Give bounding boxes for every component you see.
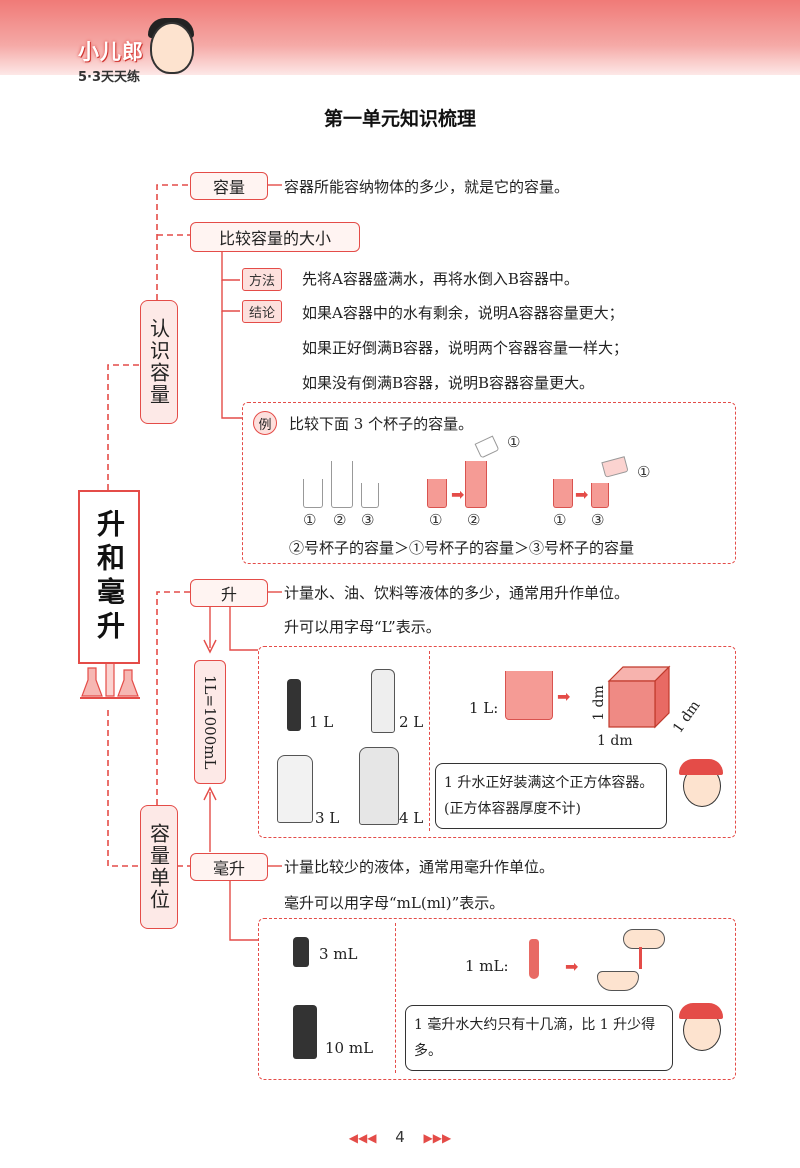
cap-icon <box>679 759 723 775</box>
drop-label: 1 mL: <box>465 957 509 975</box>
drop-stream-icon <box>639 947 642 969</box>
bottle-label: 3 mL <box>319 945 358 963</box>
example-tag: 例 <box>253 411 277 435</box>
palm-icon <box>597 971 639 991</box>
dimension-label: 1 dm <box>670 697 704 737</box>
section-recognize-capacity: 认识容量 <box>140 300 178 424</box>
main-topic: 升和毫升 <box>78 490 140 664</box>
bottle-label: 4 L <box>399 809 424 827</box>
arrow-icon: ➡ <box>565 957 579 976</box>
cup-icon <box>465 461 487 508</box>
header-band <box>0 0 800 75</box>
method-text: 先将A容器盛满水，再将水倒入B容器中。 <box>302 270 579 288</box>
mascot-icon <box>150 22 194 74</box>
liter-symbol-text: 升可以用字母“L”表示。 <box>284 618 441 636</box>
cup-icon <box>591 483 609 508</box>
milliliter-text: 计量比较少的液体，通常用毫升作单位。 <box>284 858 555 876</box>
cup-number: ② <box>467 511 481 529</box>
milliliter-label: 毫升 <box>190 853 268 881</box>
pouring-cup-icon <box>601 456 629 478</box>
bottle-label: 10 mL <box>325 1039 374 1057</box>
page-number: 4 <box>395 1128 405 1146</box>
conclusion-tag: 结论 <box>242 300 283 323</box>
example-answer: ②号杯子的容量＞①号杯子的容量＞③号杯子的容量 <box>289 539 635 557</box>
divider <box>429 651 430 831</box>
section-capacity-units: 容量单位 <box>140 805 178 929</box>
conclusion-line: 如果没有倒满B容器，说明B容器容量更大。 <box>302 374 595 392</box>
flask-icon <box>80 664 140 699</box>
liter-speech-bubble: 1 升水正好装满这个正方体容器。(正方体容器厚度不计) <box>435 763 667 829</box>
arrow-icon: ➡ <box>451 485 465 504</box>
divider <box>395 923 396 1073</box>
cup-number: ③ <box>591 511 605 529</box>
cube-label: 1 L: <box>469 699 499 717</box>
cup-number: ① <box>553 511 567 529</box>
example-question: 比较下面 3 个杯子的容量。 <box>289 415 474 433</box>
compare-capacity-label: 比较容量的大小 <box>190 222 360 252</box>
cup-icon <box>303 479 323 508</box>
bottle-icon <box>293 937 309 967</box>
cup-icon <box>553 479 573 508</box>
logo: 小儿郎 <box>78 40 144 64</box>
pouring-cup-icon <box>474 435 500 459</box>
capacity-definition: 容器所能容纳物体的多少，就是它的容量。 <box>284 178 570 196</box>
bottle-icon <box>277 755 313 823</box>
conclusion-line: 如果A容器中的水有剩余，说明A容器容量更大； <box>302 304 624 322</box>
page-footer: ◀◀◀ 4 ▶▶▶ <box>0 1128 800 1146</box>
liter-text: 计量水、油、饮料等液体的多少，通常用升作单位。 <box>284 584 630 602</box>
series-name: 5·3天天练 <box>78 70 141 85</box>
cap-icon <box>679 1003 723 1019</box>
bottle-icon <box>371 669 395 733</box>
right-arrows-icon: ▶▶▶ <box>423 1131 452 1145</box>
cup-number: ② <box>333 511 347 529</box>
example-box: 例 比较下面 3 个杯子的容量。 ① ② ③ ➡ ① ② ① ➡ ① ③ ① ②… <box>242 402 736 564</box>
bottle-icon <box>287 679 301 731</box>
cup-number: ① <box>507 433 521 451</box>
bottle-label: 3 L <box>315 809 340 827</box>
dimension-label: 1 dm <box>590 685 607 721</box>
conclusion-line: 如果正好倒满B容器，说明两个容器容量一样大； <box>302 339 629 357</box>
conversion-box: 1L=1000mL <box>194 660 226 784</box>
main-topic-frame: 升和毫升 <box>78 490 140 710</box>
bottle-icon <box>359 747 399 825</box>
bottle-label: 1 L <box>309 713 334 731</box>
arrow-icon: ➡ <box>557 687 571 706</box>
milliliter-symbol-text: 毫升可以用字母“mL(ml)”表示。 <box>284 894 505 912</box>
bottle-label: 2 L <box>399 713 424 731</box>
dimension-label: 1 dm <box>597 733 633 749</box>
cup-number: ① <box>429 511 443 529</box>
cup-number: ③ <box>361 511 375 529</box>
liter-example-box: 1 L 2 L 3 L 4 L 1 L: ➡ 1 dm 1 dm 1 dm 1 … <box>258 646 736 838</box>
liter-label: 升 <box>190 579 268 607</box>
cup-number: ① <box>303 511 317 529</box>
milliliter-example-box: 3 mL 10 mL 1 mL: ➡ 1 毫升水大约只有十几滴，比 1 升少得多… <box>258 918 736 1080</box>
capacity-label: 容量 <box>190 172 268 200</box>
arrow-icon: ➡ <box>575 485 589 504</box>
method-tag: 方法 <box>242 268 283 291</box>
cup-icon <box>331 461 353 508</box>
hand-icon <box>623 929 665 949</box>
dropper-icon <box>529 939 539 979</box>
cup-icon <box>427 479 447 508</box>
cup-icon <box>361 483 379 508</box>
milliliter-speech-bubble: 1 毫升水大约只有十几滴，比 1 升少得多。 <box>405 1005 673 1071</box>
beaker-icon <box>505 671 553 720</box>
cup-number: ① <box>637 463 651 481</box>
cube-icon <box>607 665 671 729</box>
bottle-icon <box>293 1005 317 1059</box>
page-title: 第一单元知识梳理 <box>323 108 476 130</box>
left-arrows-icon: ◀◀◀ <box>348 1131 377 1145</box>
